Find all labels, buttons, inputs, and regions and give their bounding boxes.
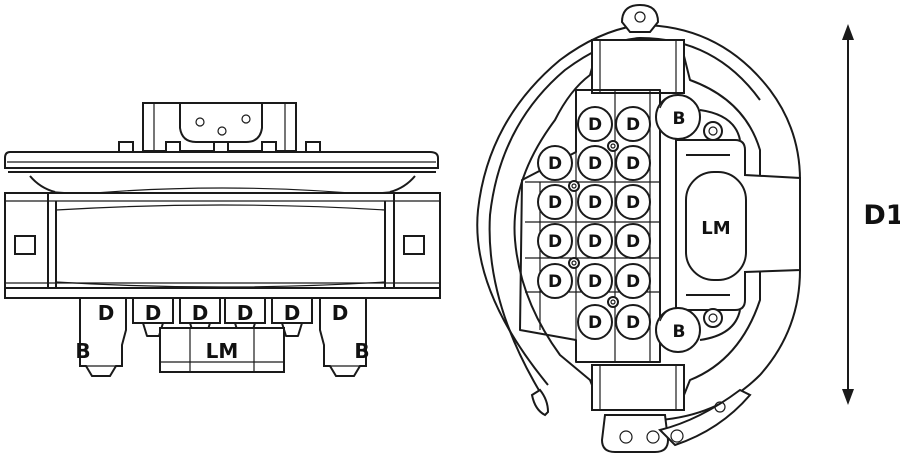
- d-port-1: [577, 106, 613, 142]
- d-port-label-7: D: [588, 193, 602, 213]
- d-port-label-9: D: [548, 232, 562, 252]
- side-b-right-label: B: [354, 339, 369, 363]
- d-port-11: [615, 223, 651, 259]
- d-port-13: [577, 263, 613, 299]
- b-top-label: B: [673, 109, 686, 129]
- d-port-label-5: D: [626, 154, 640, 174]
- d-port-label-12: D: [548, 272, 562, 292]
- hinge: [530, 388, 550, 417]
- dimension-label: D1: [863, 200, 900, 231]
- closure-body: [4, 192, 441, 298]
- left-clip: [14, 235, 36, 255]
- latch-arm: [658, 388, 752, 447]
- d-port-label-3: D: [548, 154, 562, 174]
- side-view: [4, 102, 441, 377]
- d-port-16: [615, 304, 651, 340]
- d-port-7: [577, 184, 613, 220]
- side-lm-label: LM: [206, 339, 239, 363]
- d-port-9: [537, 223, 573, 259]
- d-port-label-10: D: [588, 232, 602, 252]
- d-port-2: [615, 106, 651, 142]
- d-port-10: [577, 223, 613, 259]
- side-port-label-2: D: [145, 301, 162, 325]
- d-port-8: [615, 184, 651, 220]
- d-port-3: [537, 145, 573, 181]
- lm-label: LM: [701, 218, 730, 239]
- d-port-label-8: D: [626, 193, 640, 213]
- d-port-label-16: D: [626, 313, 640, 333]
- d-port-5: [615, 145, 651, 181]
- b-bottom-label: B: [673, 322, 686, 342]
- d-port-14: [615, 263, 651, 299]
- top-hook: [620, 3, 660, 33]
- dimension-arrow: [842, 24, 854, 405]
- d-port-15: [577, 304, 613, 340]
- lm-port: [685, 171, 747, 281]
- side-port-label-5: D: [284, 301, 301, 325]
- d-port-4: [577, 145, 613, 181]
- d-port-label-14: D: [626, 272, 640, 292]
- side-port-label-1: D: [98, 301, 115, 325]
- d-port-label-11: D: [626, 232, 640, 252]
- side-b-left-label: B: [75, 339, 90, 363]
- right-clip: [403, 235, 425, 255]
- d-port-label-15: D: [588, 313, 602, 333]
- d-port-label-13: D: [588, 272, 602, 292]
- b-port-bottom: [655, 307, 701, 353]
- d-port-label-1: D: [588, 115, 602, 135]
- lm-block: [159, 327, 285, 373]
- d-port-12: [537, 263, 573, 299]
- b-port-top: [655, 94, 701, 140]
- d-port-label-4: D: [588, 154, 602, 174]
- flange: [4, 151, 439, 169]
- side-port-label-4: D: [237, 301, 254, 325]
- d-port-6: [537, 184, 573, 220]
- b-plug-right: [319, 297, 367, 377]
- side-port-label-3: D: [192, 301, 209, 325]
- side-port-label-6: D: [332, 301, 349, 325]
- d-port-label-2: D: [626, 115, 640, 135]
- d-port-label-6: D: [548, 193, 562, 213]
